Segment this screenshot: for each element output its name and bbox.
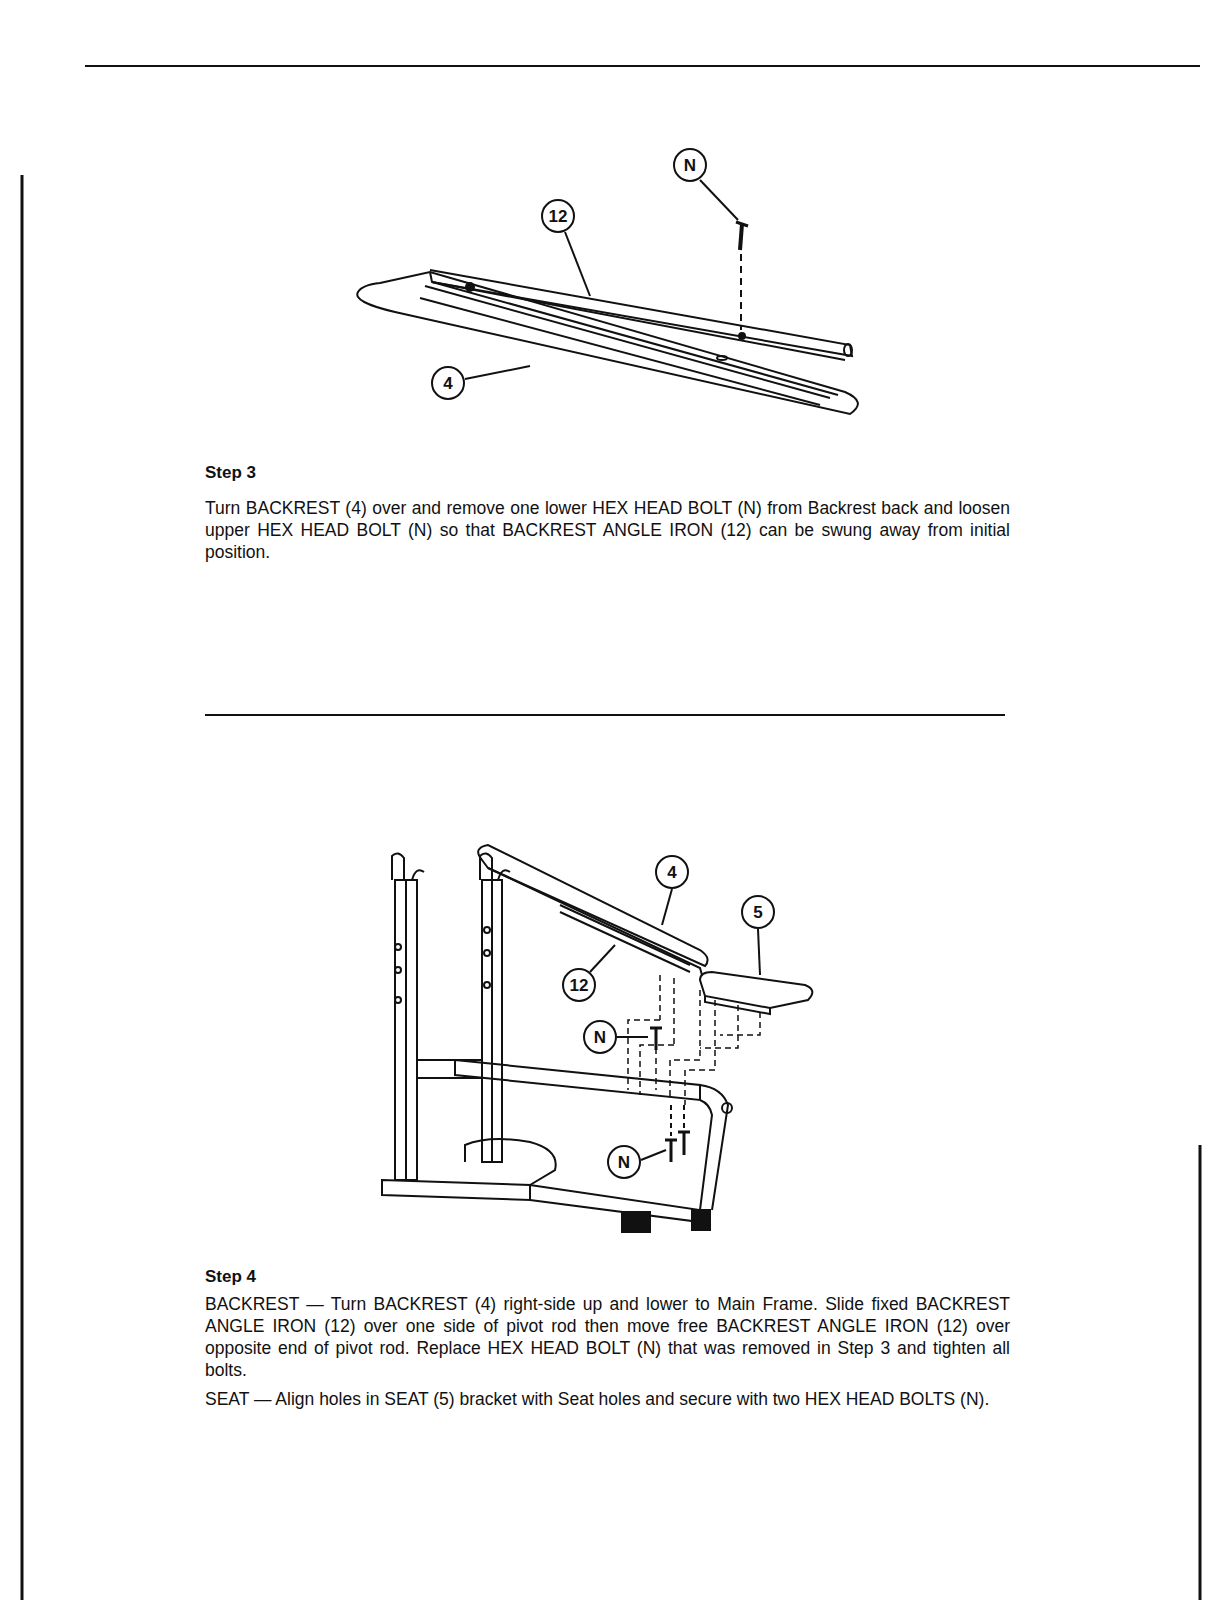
callout-number: 12 [549, 208, 568, 225]
instruction-text: BACKREST — Turn BACKREST (4) right-side … [205, 1293, 1010, 1381]
callout-circle: 4 [655, 855, 689, 889]
callout-number: N [594, 1029, 606, 1046]
callout-number: 5 [753, 904, 762, 921]
callout-circle: 12 [562, 968, 596, 1002]
callout-circle: 4 [431, 366, 465, 400]
step-heading: Step 4 [205, 1266, 256, 1288]
callout-circle: 12 [541, 199, 575, 233]
callout-number: N [684, 157, 696, 174]
step-heading: Step 3 [205, 462, 256, 484]
callout-circle: 5 [741, 895, 775, 929]
callout-number: 4 [443, 375, 452, 392]
instruction-text: Turn BACKREST (4) over and remove one lo… [205, 497, 1010, 563]
callout-circle: N [673, 148, 707, 182]
callout-circle: N [583, 1020, 617, 1054]
callout-circle: N [607, 1145, 641, 1179]
callout-number: N [618, 1154, 630, 1171]
instruction-text: SEAT — Align holes in SEAT (5) bracket w… [205, 1388, 1010, 1410]
callout-number: 4 [667, 864, 676, 881]
callout-number: 12 [570, 977, 589, 994]
